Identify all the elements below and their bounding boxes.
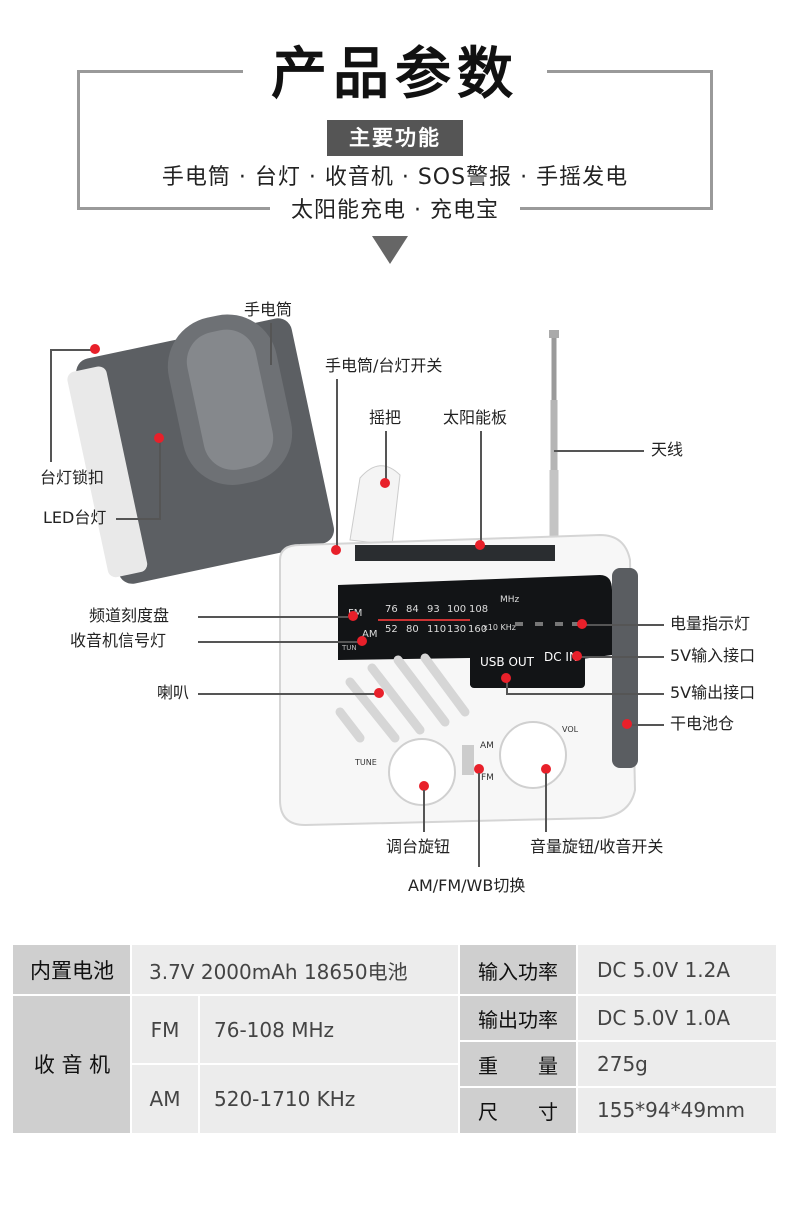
functions-line-1: 手电筒 · 台灯 · 收音机 · SOS警报 · 手摇发电: [161, 165, 629, 190]
radio-device-illustration: FM AM TUN 76 84 93 100 108 52 80 110 130…: [67, 314, 638, 827]
callout-input-port: 5V输入接口: [670, 646, 756, 665]
callout-lamp-lock: 台灯锁扣: [40, 468, 105, 487]
am-scale-label: AM: [362, 629, 377, 640]
callout-battery-compartment: 干电池仓: [670, 714, 735, 733]
callout-output-port: 5V输出接口: [670, 683, 756, 702]
switch-am-label: AM: [480, 741, 494, 751]
fm-scale-100: 100: [447, 604, 466, 615]
fm-scale-76: 76: [385, 604, 398, 615]
spec-fm-label: FM: [131, 995, 199, 1064]
spec-am-label: AM: [131, 1064, 199, 1133]
down-triangle-icon: [372, 236, 408, 264]
am-scale-110: 110: [427, 624, 446, 635]
vol-label: VOL: [562, 725, 579, 734]
callout-crank: 摇把: [369, 408, 402, 427]
am-scale-80: 80: [406, 624, 419, 635]
mhz-label: MHz: [500, 595, 520, 605]
callout-dial: 频道刻度盘: [89, 606, 170, 625]
fm-scale-84: 84: [406, 604, 419, 615]
callout-lamp-switch: 手电筒/台灯开关: [325, 356, 443, 375]
spec-battery-label: 内置电池: [13, 945, 131, 995]
spec-input-power-value: DC 5.0V 1.2A: [577, 945, 776, 995]
tun-label: TUN: [341, 644, 357, 652]
callout-battery-indicator: 电量指示灯: [670, 614, 751, 633]
callout-speaker: 喇叭: [157, 683, 190, 702]
functions-badge: 主要功能: [327, 120, 463, 156]
am-scale-values: 52 80 110 130 160: [385, 624, 487, 635]
callout-signal-light: 收音机信号灯: [70, 631, 167, 650]
fm-scale-values: 76 84 93 100 108: [385, 604, 488, 615]
spec-output-power-label: 输出功率: [459, 995, 577, 1041]
am-scale-160: 160: [468, 624, 487, 635]
page-title: 产品参数: [271, 42, 519, 107]
callout-antenna: 天线: [651, 440, 684, 459]
am-scale-130: 130: [447, 624, 466, 635]
am-scale-52: 52: [385, 624, 398, 635]
spec-input-power-label: 输入功率: [459, 945, 577, 995]
functions-line-2: 太阳能充电 · 充电宝: [291, 198, 499, 223]
spec-size-label: 尺 寸: [459, 1087, 577, 1133]
spec-weight-value: 275g: [577, 1041, 776, 1087]
spec-battery-value: 3.7V 2000mAh 18650电池: [131, 945, 459, 995]
callout-tuning-knob: 调台旋钮: [386, 837, 451, 856]
dc-in-label: DC IN: [544, 650, 578, 664]
spec-radio-label: 收 音 机: [13, 995, 131, 1133]
callout-band-switch: AM/FM/WB切换: [408, 876, 526, 895]
spec-am-value: 520-1710 KHz: [199, 1064, 459, 1133]
callout-led-lamp: LED台灯: [43, 508, 107, 527]
spec-table: 内置电池 3.7V 2000mAh 18650电池 收 音 机 FM 76-10…: [13, 945, 776, 1135]
callout-solar-panel: 太阳能板: [443, 408, 508, 427]
spec-output-power-value: DC 5.0V 1.0A: [577, 995, 776, 1041]
tune-label: TUNE: [354, 758, 377, 767]
spec-fm-value: 76-108 MHz: [199, 995, 459, 1064]
callout-volume-knob: 音量旋钮/收音开关: [530, 837, 664, 856]
fm-scale-108: 108: [469, 604, 488, 615]
switch-fm-label: FM: [481, 773, 494, 783]
fm-scale-93: 93: [427, 604, 440, 615]
spec-weight-label: 重 量: [459, 1041, 577, 1087]
khz-label: x10 KHz: [483, 623, 516, 632]
spec-size-value: 155*94*49mm: [577, 1087, 776, 1133]
callout-flashlight: 手电筒: [244, 300, 293, 319]
usb-out-label: USB OUT: [480, 655, 535, 669]
